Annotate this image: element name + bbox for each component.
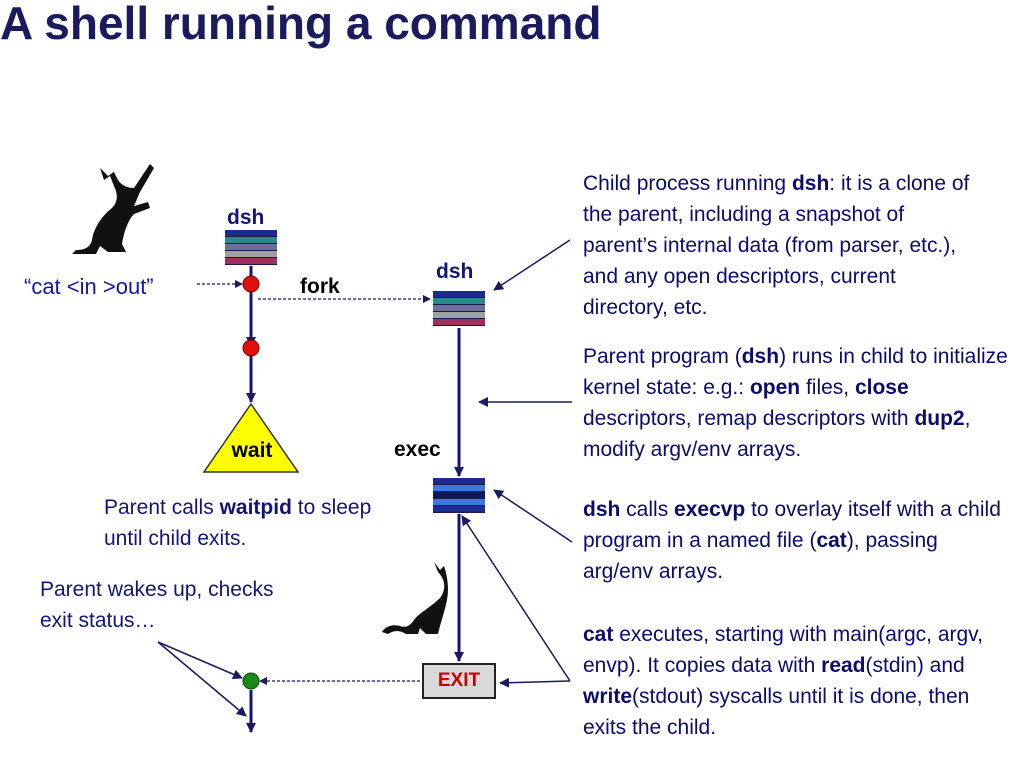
cat-standing-icon: [72, 164, 154, 254]
note-bold-term: open: [749, 376, 801, 399]
exec-label: exec: [394, 438, 441, 461]
stack-band: [433, 492, 485, 499]
stack-band: [433, 291, 485, 298]
callout-cat-arrow-a: [461, 515, 571, 682]
note-text: (stdin) and: [865, 654, 965, 677]
stack-band: [433, 506, 485, 513]
note-bold-term: dup2: [914, 407, 965, 430]
note-text: to sleep until child exits.: [104, 496, 372, 550]
note-text: Parent wakes up, checks exit status…: [40, 578, 274, 632]
note-text: to overlay itself with a child program i…: [583, 498, 1001, 552]
note-text: Parent program (: [583, 345, 742, 368]
note-bold-term: cat: [816, 529, 847, 552]
callout-cat-arrow-b: [499, 677, 571, 688]
stack-band: [225, 251, 277, 258]
note-wakes-up: Parent wakes up, checks exit status…: [40, 574, 275, 636]
note-text: (stdout) syscalls until it is done, then…: [583, 685, 970, 739]
stack-band: [433, 485, 485, 492]
wake-dot: [242, 672, 260, 690]
parent-dsh-label: dsh: [227, 206, 265, 229]
callout-execvp-arrow: [493, 489, 573, 543]
fork-label: fork: [300, 275, 340, 298]
stack-band: [433, 478, 485, 485]
wait-label: wait: [231, 439, 273, 462]
note-text: files,: [800, 376, 855, 399]
stack-band: [433, 499, 485, 506]
note-child-clone: Child process running dsh: it is a clone…: [583, 168, 983, 323]
note-text: calls: [620, 498, 675, 521]
child-dsh-label: dsh: [436, 260, 474, 283]
exit-box: EXIT: [422, 663, 496, 699]
slide-title: A shell running a command: [0, 0, 602, 49]
stack-band: [225, 237, 277, 244]
note-execvp: dsh calls execvp to overlay itself with …: [583, 494, 1013, 587]
note-cat-executes: cat executes, starting with main(argc, a…: [583, 619, 1015, 743]
stack-band: [433, 305, 485, 312]
note-bold-term: read: [821, 654, 866, 677]
note-text: ), passing arg/env arrays.: [583, 529, 938, 583]
note-waitpid: Parent calls waitpid to sleep until chil…: [104, 492, 394, 554]
note-bold-term: waitpid: [219, 496, 292, 519]
exec-cat-stack: [433, 478, 485, 513]
note-text: ) runs in child to initialize kernel sta…: [583, 345, 1008, 399]
parent-dsh-stack: [225, 230, 277, 265]
note-text: descriptors, remap descriptors with: [583, 407, 915, 430]
note-bold-term: dsh: [741, 345, 780, 368]
stack-band: [225, 258, 277, 265]
note-text: Parent calls: [104, 496, 220, 519]
stack-band: [225, 230, 277, 237]
exit-label: EXIT: [437, 670, 481, 691]
callout-clone-arrow: [493, 239, 571, 291]
note-text: executes, starting with main(argc, argv,…: [583, 623, 983, 677]
note-bold-term: execvp: [674, 498, 746, 521]
note-bold-term: cat: [583, 623, 614, 646]
note-bold-term: write: [583, 685, 633, 708]
callout-wake-arrow-b: [157, 641, 247, 717]
fork-point-dot: [242, 275, 260, 293]
child-dsh-stack: [433, 291, 485, 326]
stack-band: [433, 319, 485, 326]
wait-triangle: [202, 402, 300, 473]
note-text: Child process running: [583, 172, 792, 195]
note-bold-term: dsh: [791, 172, 830, 195]
stack-band: [225, 244, 277, 251]
stack-band: [433, 298, 485, 305]
cat-sitting-icon: [382, 562, 448, 634]
stack-band: [433, 312, 485, 319]
callout-wake-arrow-a: [157, 641, 243, 680]
command-text: “cat <in >out”: [24, 274, 154, 299]
note-parent-program: Parent program (dsh) runs in child to in…: [583, 341, 1008, 465]
note-bold-term: dsh: [583, 498, 621, 521]
parent-dot: [242, 339, 260, 357]
note-text: , modify argv/env arrays.: [583, 407, 971, 461]
note-bold-term: close: [854, 376, 909, 399]
note-text: : it is a clone of the parent, including…: [583, 172, 970, 319]
